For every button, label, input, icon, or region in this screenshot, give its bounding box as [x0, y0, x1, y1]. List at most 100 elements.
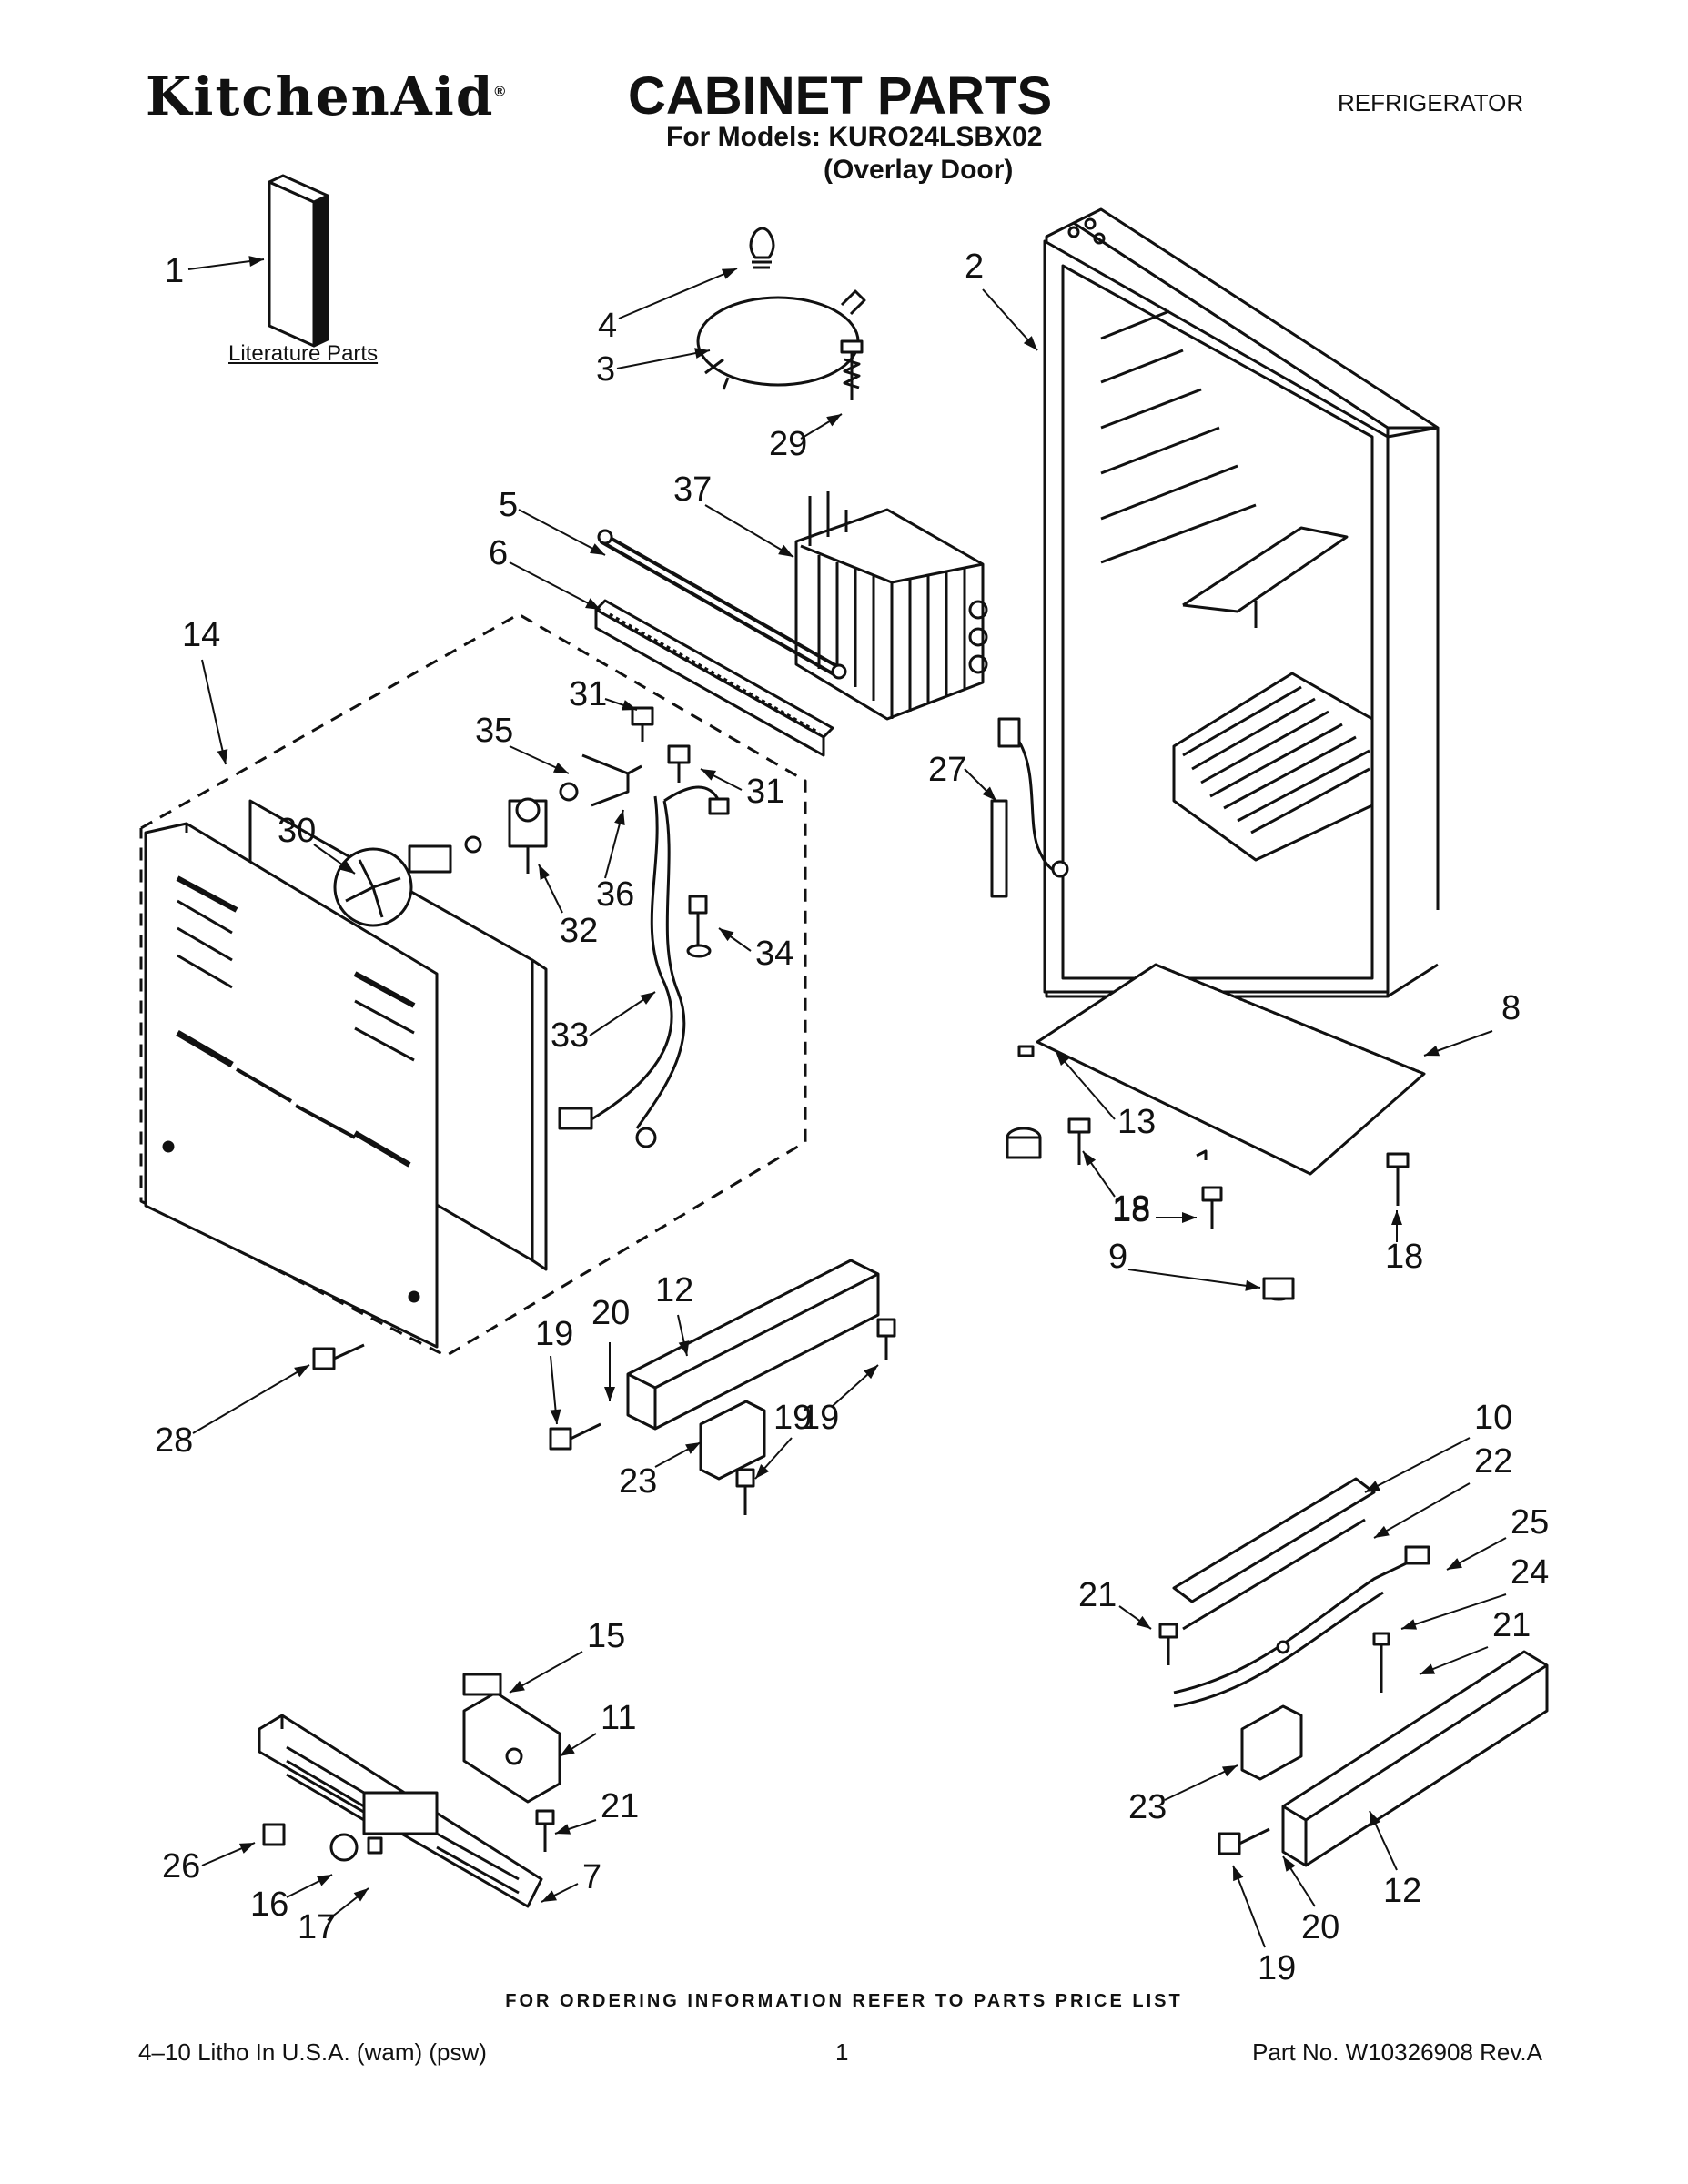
callout-number-c4: 4 — [598, 307, 617, 345]
callout-number-c21b: 21 — [1492, 1606, 1531, 1644]
callout-number-c14: 14 — [182, 616, 220, 654]
part-bracket-23-upper — [699, 1400, 766, 1481]
callout-number-c24: 24 — [1511, 1553, 1549, 1592]
part-screws-21 — [535, 1623, 1390, 1852]
callout-arrowhead-c21c — [555, 1824, 571, 1835]
callout-leader-c22 — [1373, 1482, 1471, 1539]
callout-number-c12a: 12 — [655, 1271, 693, 1309]
callout-arrowhead-c25 — [1447, 1558, 1462, 1570]
callout-number-c25: 25 — [1511, 1503, 1549, 1542]
callout-arrowhead-c37 — [778, 544, 793, 557]
brand-name: KitchenAid — [146, 66, 495, 127]
ordering-note: FOR ORDERING INFORMATION REFER TO PARTS … — [505, 1991, 1183, 2011]
part-bottom-cover-plate — [1017, 963, 1426, 1176]
callout-arrowhead-c19c — [755, 1464, 770, 1479]
callout-number-c29: 29 — [769, 425, 807, 463]
callout-arrowhead-c30 — [339, 860, 355, 874]
callout-arrowhead-c14 — [217, 749, 228, 764]
callout-leader-c37 — [704, 504, 794, 558]
callout-leader-c19d — [1232, 1865, 1266, 1948]
callout-arrowhead-c22 — [1374, 1525, 1390, 1538]
callout-leader-c14 — [201, 659, 227, 765]
part-screw-28 — [312, 1343, 365, 1370]
callout-number-c31b: 31 — [746, 773, 784, 811]
variant-line: (Overlay Door) — [824, 155, 1014, 185]
part-screw-29 — [840, 339, 864, 400]
callout-leader-c10 — [1364, 1437, 1471, 1493]
callout-leader-c28 — [192, 1364, 310, 1434]
callout-arrowhead-c16 — [317, 1875, 332, 1886]
part-literature-booklet — [268, 174, 329, 348]
callout-leader-c5 — [518, 509, 606, 556]
part-screw-34 — [686, 895, 712, 958]
callout-arrowhead-c23b — [1221, 1765, 1238, 1777]
callout-arrowhead-c4 — [721, 268, 737, 279]
part-wire-harness-25 — [1173, 1545, 1430, 1708]
part-screws-19-upper — [549, 1318, 896, 1515]
callout-number-c19c: 19 — [773, 1399, 812, 1437]
print-info: 4–10 Litho In U.S.A. (wam) (psw) — [138, 2038, 487, 2066]
part-fan-motor — [508, 797, 548, 874]
callout-number-c19d: 19 — [1258, 1949, 1296, 1987]
part-cabinet-liner — [1043, 207, 1440, 998]
callout-number-c9: 9 — [1108, 1238, 1127, 1276]
callout-number-c33: 33 — [551, 1016, 589, 1055]
brand-logo: KitchenAid® — [146, 66, 507, 127]
callout-arrowhead-c18c — [1182, 1212, 1197, 1223]
callout-arrowhead-c10 — [1365, 1481, 1380, 1492]
callout-leader-c24 — [1400, 1593, 1507, 1630]
callout-number-c2: 2 — [965, 248, 984, 286]
callout-number-c6: 6 — [489, 534, 508, 572]
callout-arrowhead-c8 — [1424, 1045, 1440, 1057]
callout-leader-c4 — [618, 268, 738, 319]
callout-number-c32: 32 — [560, 912, 598, 950]
callout-number-c16: 16 — [250, 1886, 288, 1924]
part-control-knob — [329, 1833, 383, 1862]
callout-arrowhead-c33 — [640, 992, 655, 1005]
part-screw-19-lower — [1218, 1827, 1270, 1855]
callout-arrowhead-c20a — [604, 1387, 615, 1401]
callout-arrowhead-c12a — [678, 1340, 690, 1356]
category-label: REFRIGERATOR — [1338, 89, 1524, 116]
callout-arrowhead-c31b — [701, 769, 716, 781]
callout-number-c30: 30 — [278, 812, 316, 850]
callout-number-c15: 15 — [587, 1617, 625, 1655]
callout-number-c10: 10 — [1474, 1399, 1512, 1437]
callout-arrowhead-c18a — [1083, 1151, 1097, 1167]
callout-number-c20b: 20 — [1301, 1908, 1339, 1946]
callout-number-c34: 34 — [755, 935, 793, 973]
callout-arrowhead-c24 — [1401, 1619, 1418, 1630]
callout-number-c18b: 18 — [1385, 1238, 1423, 1276]
callout-arrowhead-c19a — [550, 1409, 561, 1424]
callout-leader-c6 — [509, 561, 601, 611]
callout-number-c13: 13 — [1117, 1103, 1156, 1141]
callout-number-c5: 5 — [499, 486, 518, 524]
callout-arrowhead-c21b — [1420, 1663, 1436, 1674]
part-switch-15 — [462, 1673, 502, 1696]
callout-number-c19b: 19 — [801, 1399, 839, 1437]
callout-arrowhead-c6 — [585, 598, 601, 610]
callout-arrowhead-c28 — [294, 1365, 309, 1378]
callout-arrowhead-c32 — [539, 864, 551, 881]
callout-arrowhead-c17 — [353, 1888, 369, 1902]
callout-number-c18c: 18 — [1112, 1191, 1150, 1229]
callout-number-c23b: 23 — [1128, 1788, 1167, 1826]
callout-arrowhead-c7 — [541, 1890, 557, 1902]
callout-arrowhead-c20b — [1283, 1856, 1296, 1872]
part-screws-18 — [1067, 1117, 1410, 1228]
callout-arrowhead-c19d — [1233, 1866, 1244, 1882]
callout-arrowhead-c26 — [238, 1843, 255, 1854]
callout-arrowhead-c15 — [510, 1680, 525, 1693]
callout-arrowhead-c13 — [1056, 1051, 1070, 1067]
callout-number-c27: 27 — [928, 751, 966, 789]
callout-number-c3: 3 — [596, 350, 615, 389]
part-number: Part No. W10326908 Rev.A — [1252, 2038, 1542, 2066]
part-screw-26 — [262, 1823, 286, 1846]
page-number: 1 — [835, 2038, 849, 2066]
part-toe-grille — [258, 1714, 543, 1908]
part-motor-bracket — [581, 753, 642, 807]
callout-arrowhead-c9 — [1245, 1279, 1260, 1291]
part-heater-rod — [597, 529, 847, 680]
